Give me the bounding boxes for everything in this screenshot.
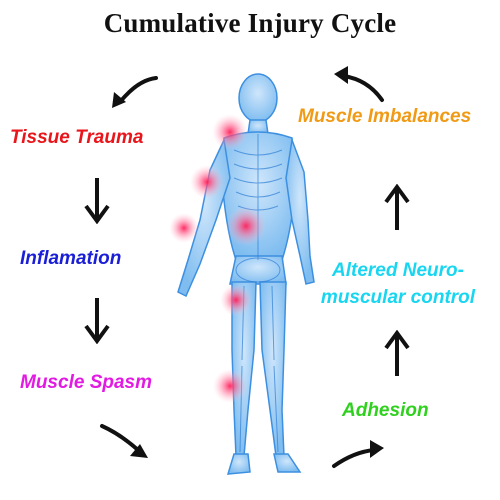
stage-label-line2: muscular control — [320, 287, 476, 308]
stage-muscle-imbalances: Muscle Imbalances — [298, 106, 472, 127]
injury-hotspots — [169, 114, 266, 403]
human-body-figure — [169, 73, 315, 475]
arrow-down-icon — [84, 298, 110, 344]
stage-tissue-trauma: Tissue Trauma — [10, 127, 144, 148]
stage-adhesion: Adhesion — [342, 400, 429, 421]
arrow-curved-down-left-icon — [112, 76, 158, 108]
arrow-down-icon — [84, 178, 110, 224]
diagram-title: Cumulative Injury Cycle — [103, 8, 397, 38]
arrow-up-icon — [384, 330, 410, 376]
stage-label-line1: Altered Neuro- — [332, 260, 464, 281]
arrow-curved-down-right-icon — [100, 424, 148, 458]
arrow-curved-right-icon — [332, 440, 384, 468]
stage-altered-neuromuscular-control: Altered Neuro- muscular control — [300, 257, 496, 311]
stage-inflamation: Inflamation — [20, 248, 122, 269]
arrow-up-icon — [384, 184, 410, 230]
arrow-curved-up-left-icon — [334, 66, 384, 102]
body-silhouette — [177, 73, 315, 475]
stage-muscle-spasm: Muscle Spasm — [20, 372, 152, 393]
